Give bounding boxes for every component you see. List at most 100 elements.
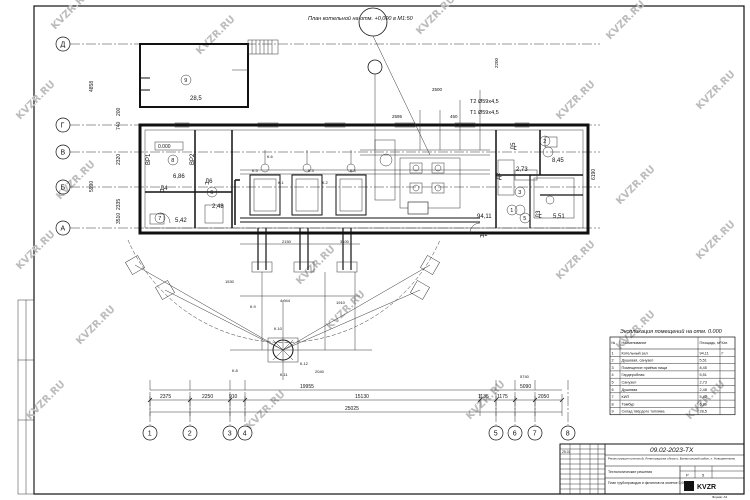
explication-header: Кат. [722,341,728,345]
explication-cell: Гардеробная [622,373,645,377]
pipe-label: Т2 Ø59х4,5 [470,99,499,105]
explication-cell: 8 [612,402,614,406]
dimension-value: 15130 [355,394,369,400]
explication-cell: 9 [612,410,614,414]
room-number-bubble [506,204,518,216]
room-area: 28,5 [190,96,202,102]
equipment-mark: К.4 [350,168,356,173]
elevation-value: 0.000 [158,144,171,150]
stamp-date: 25.01 [562,450,571,454]
dimension-value: 2050 [538,394,549,400]
left-dimension: 2335 [116,199,122,210]
dimension-value: 2250 [202,394,213,400]
room-number-bubble [539,135,551,147]
top-dimension: 2500 [432,87,443,92]
stage-letter: Р [686,473,689,478]
room-number: 1 [510,208,513,214]
wall-label: Д5 [511,142,517,150]
wall-label: Д2 [496,172,502,180]
column-axis-label: 4 [243,431,247,438]
equipment-mark: К.3 [308,168,314,173]
watermark: KVZR.RU [554,79,597,122]
watermark: KVZR.RU [694,69,737,112]
explication-cell: 8,45 [700,366,707,370]
column-axis-bubble [142,425,158,441]
watermark: KVZR.RU [464,379,507,422]
dimension-value: 2375 [160,394,171,400]
left-dimension: 200 [116,107,122,116]
watermark: KVZR.RU [194,14,237,57]
watermark: KVZR.RU [14,229,57,272]
room-number: 7 [158,216,161,222]
misc-dimension: 1910 [336,300,346,305]
explication-cell: Склад твёрдого топлива [622,410,666,414]
watermark: KVZR.RU [554,239,597,282]
explication-cell: 2,48 [700,388,707,392]
equipment-mark: К.8 [232,368,238,373]
pipe-labels: Т2 Ø59х4,5Т1 Ø59х4,5 [470,99,499,116]
column-axis-label: 7 [533,431,537,438]
pipework [125,7,575,380]
boiler [291,174,323,216]
room-number: 5 [523,216,526,222]
explication-cell: 6 [612,388,614,392]
wall-label: Д6 [205,179,213,185]
misc-dimension: 4.944 [280,298,291,303]
room-number-bubble [167,154,179,166]
room-area: 8,45 [552,158,564,164]
explication-cell: 2 [612,359,614,363]
sub-dimension: 19955 [300,384,314,390]
room-number-bubble [519,212,531,224]
sheet-number: 5 [702,473,705,478]
row-axis-bubble [55,117,71,133]
left-dimension: 3510 [116,213,122,224]
dimension-value: 1175 [497,394,508,400]
fuel-storage [139,39,279,108]
column-axis-bubble [560,425,576,441]
equipment-mark: К.11 [280,372,288,377]
left-dimension: 740 [116,121,122,130]
room-area: 5,42 [175,218,187,224]
explication-cell: 5,51 [700,373,707,377]
row-axis-label: А [61,226,66,233]
watermark: KVZR.RU [14,79,57,122]
equipment-mark: К.10 [274,326,283,331]
sheet-frame [33,5,745,495]
misc-dimension: 2150 [282,239,292,244]
row-axis-bubble [55,36,71,52]
watermark: KVZR.RU [24,379,67,422]
misc-dimension: 1530 [225,279,235,284]
column-axis-label: 3 [228,431,232,438]
dimension-value: 1135 [478,394,489,400]
explication-cell: Душевая, санузел [622,359,654,363]
column-axis-label: 2 [188,431,192,438]
column-axis-bubble [237,425,253,441]
elevation-marker: 0.000 [154,141,184,151]
right-dimension: 6190 [591,169,597,180]
row-axis-bubble [55,179,71,195]
left-dimension: 5990 [89,181,95,192]
explication-cell: 7 [612,395,614,399]
explication-cell: 28,5 [700,410,707,414]
equipment-mark: К.12 [300,361,309,366]
equipment-mark: К.9 [250,304,256,309]
column-axis-bubble [182,425,198,441]
row-axis-label: В [61,150,66,157]
top-dimension: 2200 [494,57,499,68]
explication-cell: 94,11 [700,351,709,355]
explication-cell: 5,51 [700,359,707,363]
boiler [335,174,367,216]
room-area: 2,48 [212,204,224,210]
column-axis-bubble [507,425,523,441]
column-axis-label: 6 [513,431,517,438]
explication-cell: 4 [612,373,614,377]
explication-header: № [612,341,616,345]
